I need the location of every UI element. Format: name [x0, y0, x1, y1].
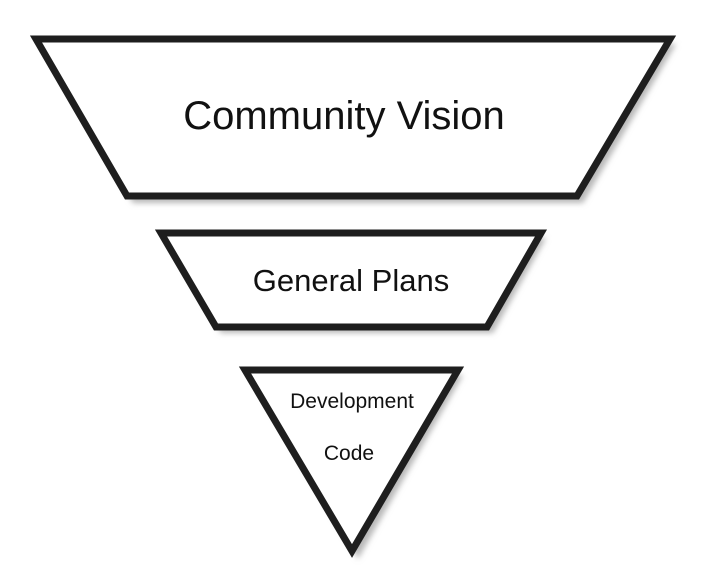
community-vision-label: Community Vision — [183, 94, 505, 138]
general-plans-trapezoid — [154, 229, 548, 331]
general-plans-label: General Plans — [253, 263, 449, 298]
development-code-label-line1: Development — [290, 390, 414, 413]
level-community-vision: Community Vision — [29, 35, 677, 203]
level-general-plans: General Plans — [154, 229, 548, 333]
level-development-code: Development Code — [238, 366, 465, 559]
development-code-triangle — [238, 366, 465, 558]
development-code-label-line2: Code — [324, 442, 374, 465]
community-vision-trapezoid — [29, 35, 677, 200]
